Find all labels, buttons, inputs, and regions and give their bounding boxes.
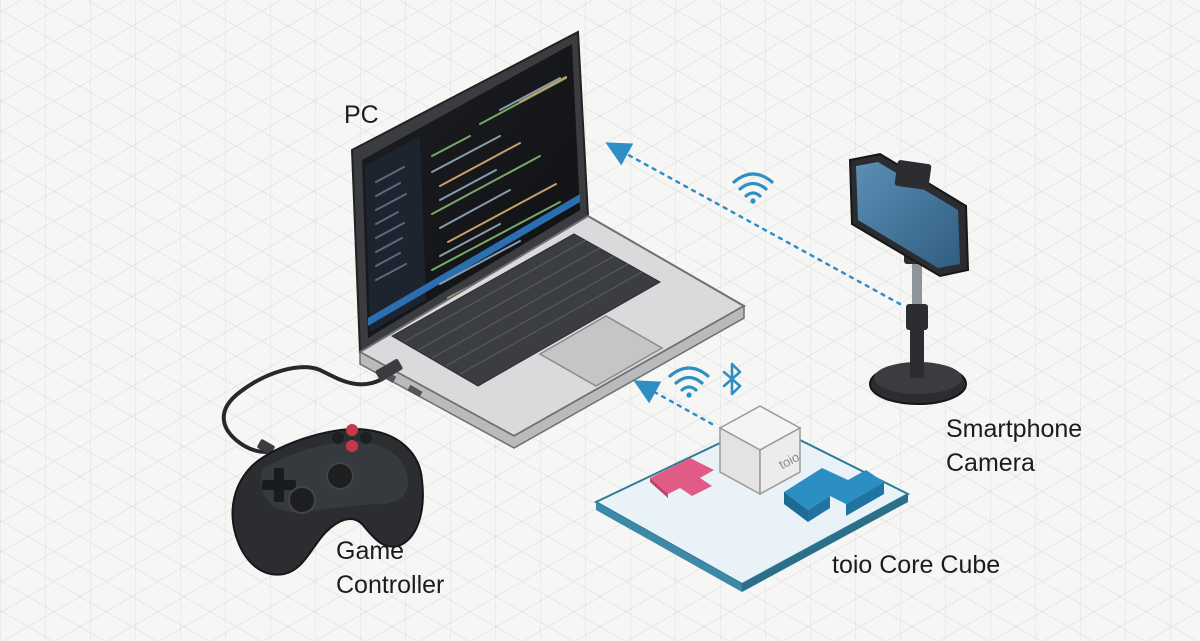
cable (221, 365, 386, 454)
cube-to-pc-arrow (633, 380, 714, 426)
keyboard-keys (403, 239, 643, 375)
camera-to-pc-arrow (605, 142, 902, 306)
game-controller (231, 424, 424, 576)
game-controller-label: Game Controller (336, 534, 444, 602)
play-mat (593, 420, 911, 592)
right-stick (326, 462, 354, 490)
toio-core-cube-label-text: toio Core Cube (832, 551, 1001, 579)
ide-sidebar (365, 136, 426, 332)
left-stick (288, 486, 316, 514)
pink-t-piece (650, 458, 714, 498)
game-controller-label-line2: Controller (336, 571, 445, 599)
smartphone-camera-label-line1: Smartphone (946, 415, 1083, 443)
face-buttons (332, 424, 372, 452)
ide-status-bar (368, 194, 580, 326)
wifi-icon (668, 366, 710, 398)
blue-t-piece (784, 468, 884, 522)
pc-label: PC (344, 98, 379, 132)
laptop-base-edge (359, 304, 745, 449)
smartphone (848, 152, 970, 278)
toio-core-cube-label: toio Core Cube (832, 548, 1000, 582)
smartphone-camera-label: Smartphone Camera (946, 412, 1082, 480)
smartphone-camera-label-line2: Camera (946, 449, 1035, 477)
laptop-touchpad (538, 315, 664, 387)
laptop-keyboard (390, 233, 662, 387)
toio-core-cube: toio (718, 405, 802, 496)
phone-clamp (894, 160, 932, 190)
laptop (350, 30, 747, 449)
pc-label-text: PC (344, 101, 379, 129)
dpad-icon (262, 468, 296, 502)
game-controller-label-line1: Game (336, 537, 405, 565)
usb-plug (375, 359, 403, 381)
usb-port-2 (407, 384, 423, 398)
bluetooth-icon (722, 362, 742, 396)
wifi-icon (732, 172, 774, 204)
usbc-plug (257, 439, 275, 455)
